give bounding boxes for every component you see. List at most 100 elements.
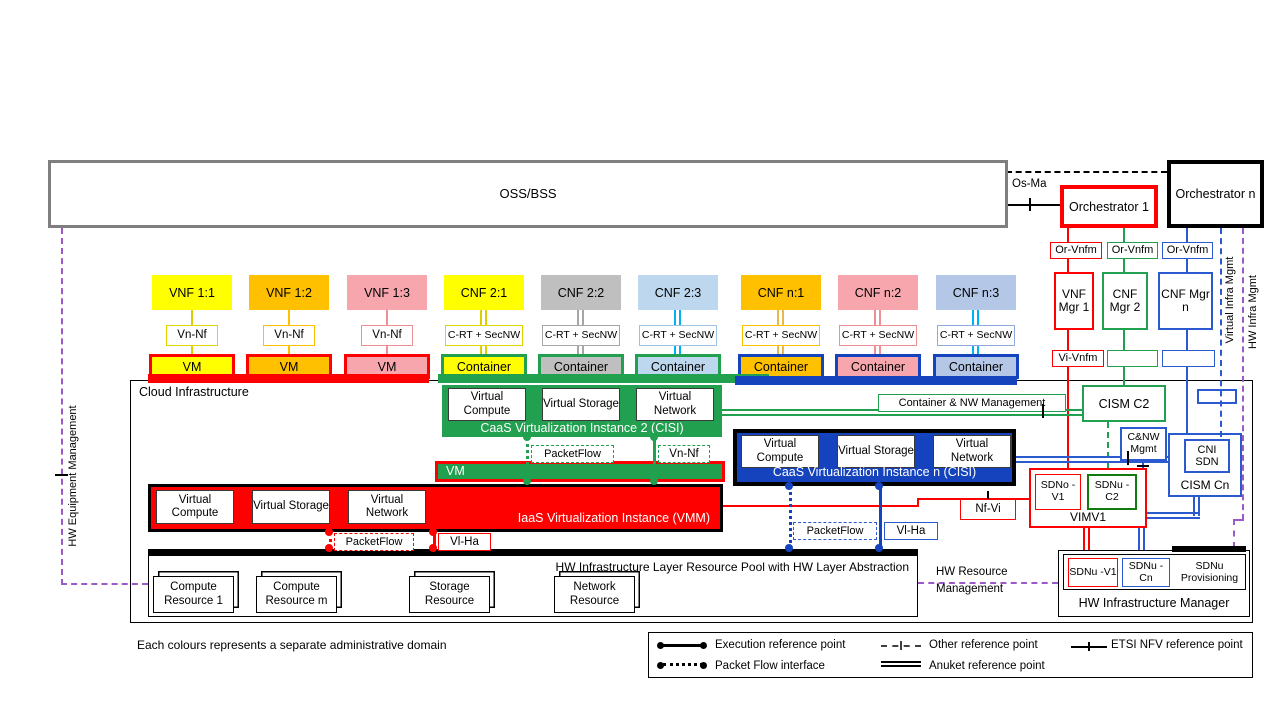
os-ma-label: Os-Ma <box>1012 178 1047 190</box>
legend-anuket-label: Anuket reference point <box>929 660 1045 672</box>
hw-resource-mgmt-label: HW Resource Management <box>936 566 1008 595</box>
caasn-cismcn-etsi-tick <box>1127 451 1129 465</box>
legend-execution-marker <box>661 644 703 647</box>
caasn-cismcn-double-line <box>1016 456 1168 463</box>
or-vnfm-label-blue: Or-Vnfm <box>1162 242 1213 259</box>
vn-nf-exec-line-green <box>653 437 656 484</box>
caasn-virtual-network: Virtual Network <box>933 435 1011 468</box>
legend-packetflow-label: Packet Flow interface <box>715 660 825 672</box>
vm-domain-red-bar <box>148 374 429 383</box>
vn-nf-label-green: Vn-Nf <box>658 445 710 463</box>
packetflow-label-red: PacketFlow <box>334 533 414 551</box>
packetflow-label-green: PacketFlow <box>531 445 614 463</box>
iaas-virtual-network: Virtual Network <box>348 490 426 524</box>
nf-vi-line <box>723 505 919 507</box>
caasn-title: CaaS Virtualization Instance n (CISI) <box>772 465 977 479</box>
sdnu-provisioning-black-bar <box>1172 546 1246 552</box>
legend-etsi-label: ETSI NFV reference point <box>1111 639 1243 651</box>
crt-secnw-ref-label: C-RT + SecNW <box>742 325 820 346</box>
nf-vi-line-step <box>917 498 919 507</box>
vl-ha-label-red: Vl-Ha <box>438 533 491 551</box>
crt-secnw-ref-label: C-RT + SecNW <box>542 325 620 346</box>
exec-dot <box>875 482 883 490</box>
legend-packetflow-dot <box>700 662 707 669</box>
sdnu-c2-box: SDNu -C2 <box>1087 474 1137 510</box>
iaas-instance-box: Virtual Compute Virtual Storage Virtual … <box>148 484 723 532</box>
orchestrator-1-box: Orchestrator 1 <box>1060 185 1158 228</box>
exec-dot <box>325 528 333 536</box>
crt-secnw-ref-label: C-RT + SecNW <box>445 325 523 346</box>
vnf-box: VNF 1:2 <box>249 275 329 310</box>
sdnu-provisioning-label: SDNu Provisioning <box>1174 558 1245 587</box>
vl-ha-exec-line-red <box>433 532 436 549</box>
hw-resource-pool-title: HW Infrastructure Layer Resource Pool wi… <box>555 560 909 574</box>
legend-exec-dot <box>700 642 707 649</box>
cismcn-sdnu-double-blue-v1 <box>1193 497 1200 516</box>
exec-dot <box>523 477 531 485</box>
nf-vi-etsi-tick <box>987 491 989 499</box>
packetflow-dotted-line-red <box>329 532 332 549</box>
or-vnfm-label-green: Or-Vnfm <box>1107 242 1158 259</box>
legend-box: Execution reference point Packet Flow in… <box>648 632 1253 678</box>
hw-equipment-mgmt-vertical-label: HW Equipment Management <box>67 405 79 547</box>
nf-vi-label: Nf-Vi <box>960 499 1016 520</box>
iaas-virtual-compute: Virtual Compute <box>156 490 234 524</box>
hw-infra-mgmt-dashed-jog <box>1233 519 1244 521</box>
vn-nf-ref-label: Vn-Nf <box>166 325 218 346</box>
packetflow-dotted-line-blue <box>789 486 792 549</box>
exec-dot <box>429 528 437 536</box>
cism-c2-sdnu-c2-dashed-line <box>1107 422 1109 468</box>
vimv1-box: SDNo -V1 SDNu -C2 VIMV1 <box>1029 468 1147 528</box>
container-domain-green-bar <box>438 374 769 383</box>
legend-execution-label: Execution reference point <box>715 639 846 651</box>
or-vnfm-label-red: Or-Vnfm <box>1050 242 1102 259</box>
caas2-virtual-network: Virtual Network <box>636 388 714 421</box>
cloud-infrastructure-title: Cloud Infrastructure <box>139 385 249 399</box>
packetflow-dotted-line-green <box>526 437 529 484</box>
empty-ref-box-topright <box>1197 389 1237 404</box>
compute-resource-m-box: Compute Resource m <box>256 576 337 613</box>
hw-infrastructure-manager-box: SDNu -V1 SDNu -Cn SDNu Provisioning HW I… <box>1058 550 1250 617</box>
iaas-title: IaaS Virtualization Instance (VMM) <box>517 511 710 525</box>
virtual-infra-mgmt-dashed-line <box>1220 228 1222 437</box>
exec-dot <box>523 433 531 441</box>
exec-dot <box>785 544 793 552</box>
nf-column-cnfn3: CNF n:3 C-RT + SecNW Container <box>933 275 1019 385</box>
vnf-box: VNF 1:3 <box>347 275 427 310</box>
cnf-mgr-n-box: CNF Mgr n <box>1158 272 1213 330</box>
exec-dot <box>650 433 658 441</box>
cismcn-sdnu-double-blue-h <box>1138 512 1200 519</box>
container-domain-blue-bar <box>735 376 1017 385</box>
nf-column-vnf13: VNF 1:3 Vn-Nf VM <box>344 275 430 385</box>
crt-secnw-ref-label: C-RT + SecNW <box>839 325 917 346</box>
compute-resource-1-box: Compute Resource 1 <box>153 576 234 613</box>
legend-other-label: Other reference point <box>929 639 1038 651</box>
empty-ref-box-blue <box>1162 350 1215 367</box>
caas2-virtual-storage: Virtual Storage <box>542 388 620 421</box>
orchestrator1-vimv1-line <box>1067 227 1069 468</box>
cnf-box: CNF 2:1 <box>444 275 524 310</box>
cism-cn-title: CISM Cn <box>1180 477 1230 492</box>
cnf-box: CNF 2:2 <box>541 275 621 310</box>
exec-dot <box>429 544 437 552</box>
os-ma-line <box>1008 204 1060 206</box>
oss-bss-box: OSS/BSS <box>48 160 1008 228</box>
hw-infra-mgmt-vertical-label: HW Infra Mgmt <box>1247 275 1259 349</box>
legend-packetflow-marker <box>663 663 703 666</box>
hw-infra-mgmt-dashed-line <box>1242 228 1244 520</box>
nf-column-cnf22: CNF 2:2 C-RT + SecNW Container <box>538 275 624 385</box>
caasn-virtual-storage: Virtual Storage <box>837 435 915 468</box>
os-ma-etsi-tick <box>1029 198 1031 211</box>
vimv1-title: VIMV1 <box>1069 509 1106 524</box>
hw-resource-mgmt-dashed-line <box>918 582 1058 584</box>
nf-column-cnf21: CNF 2:1 C-RT + SecNW Container <box>441 275 527 385</box>
orchestrator-n-box: Orchestrator n <box>1167 160 1264 228</box>
vnf-mgr-1-box: VNF Mgr 1 <box>1054 272 1094 330</box>
cism-cn-box: CNI SDN CISM Cn <box>1168 433 1242 497</box>
vimv1-sdnu-double-red-line <box>1083 528 1090 551</box>
oss-orchestrator-n-dashed-line <box>1006 171 1167 173</box>
container-nw-mgmt-etsi-tick <box>1042 404 1044 418</box>
caas-instance-n-box: Virtual Compute Virtual Storage Virtual … <box>733 429 1016 486</box>
nf-column-cnfn2: CNF n:2 C-RT + SecNW Container <box>835 275 921 385</box>
